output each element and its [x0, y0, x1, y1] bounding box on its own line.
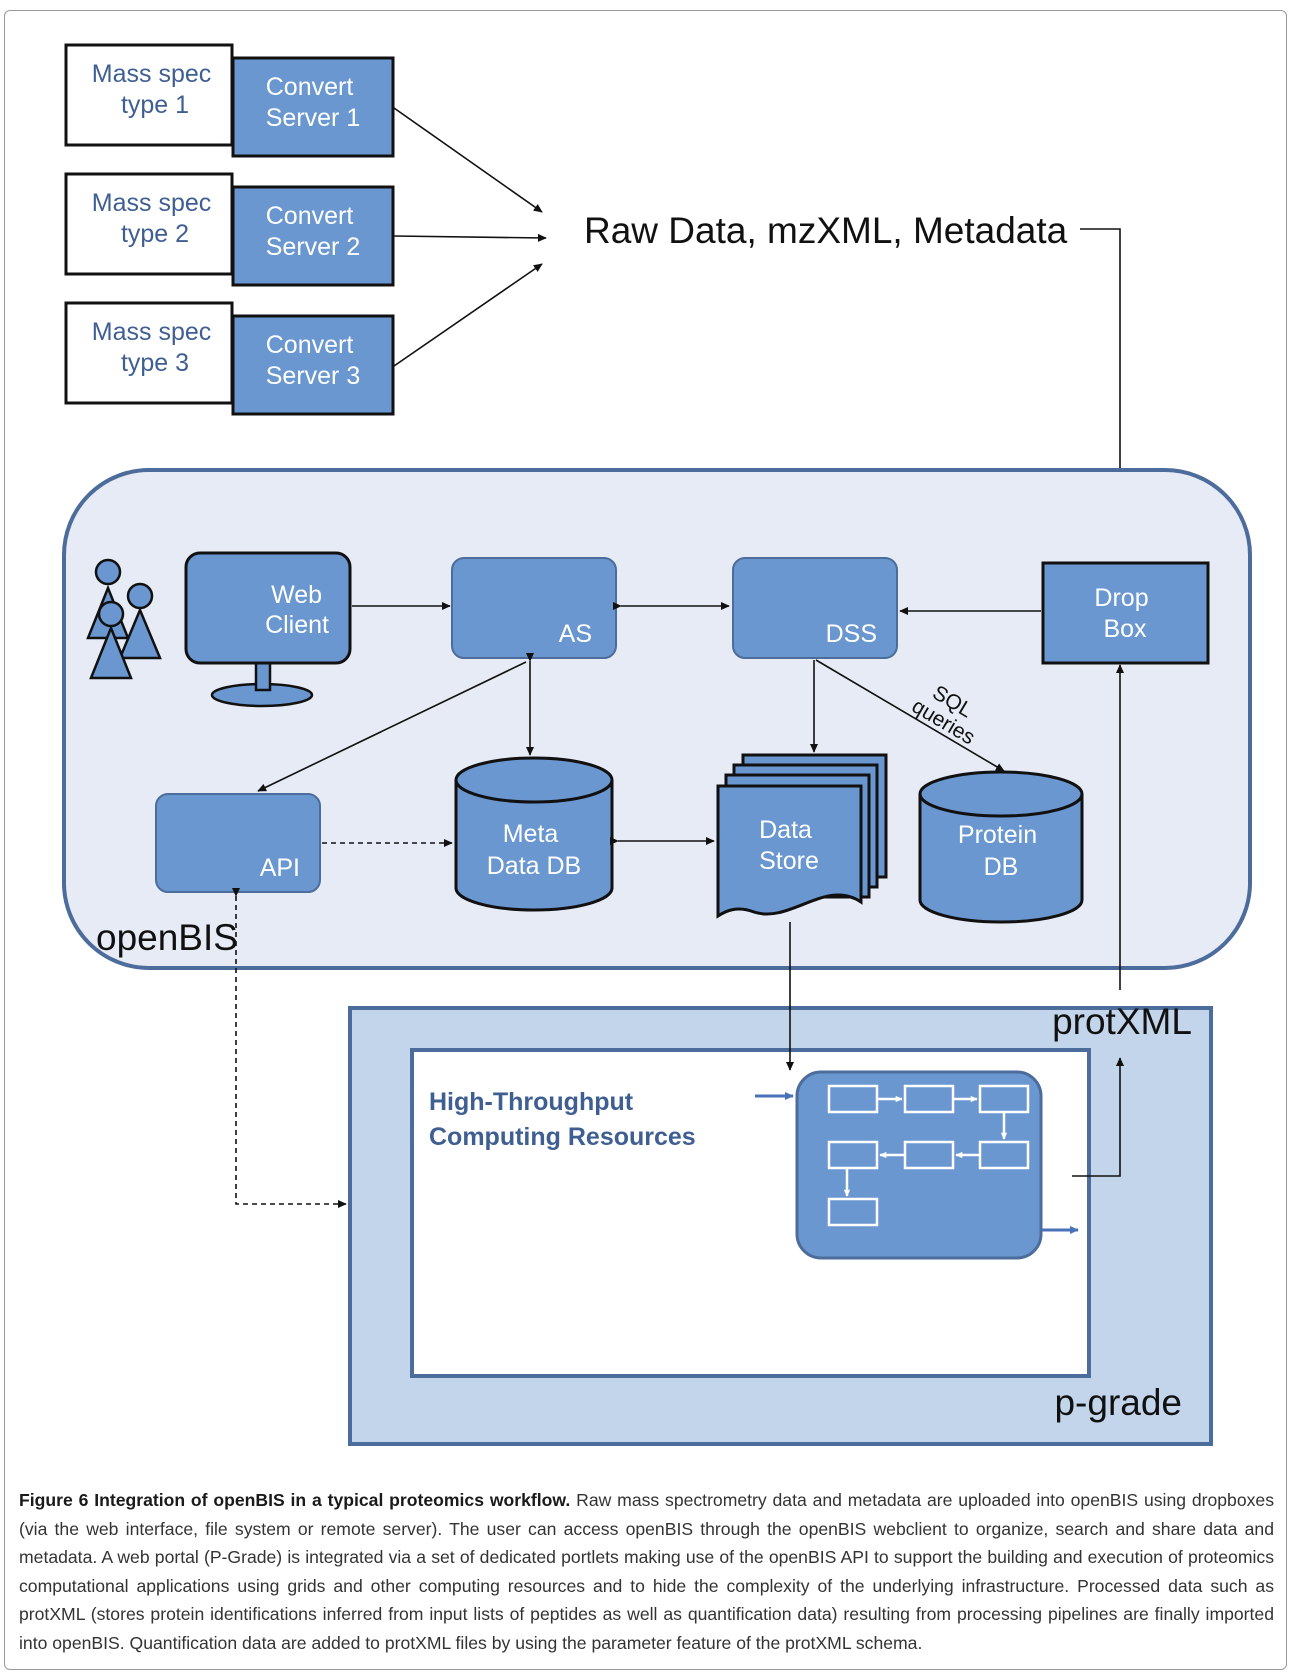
meta-data-db-label: Meta — [503, 820, 559, 848]
api-label: API — [260, 854, 300, 882]
figure-frame — [4, 10, 1287, 1670]
mass-spec-2-label: Mass spec — [92, 189, 211, 217]
arrow-as-to-api — [257, 661, 527, 792]
web-client-monitor: Web Client — [184, 551, 352, 708]
data-store-sublabel: Store — [759, 847, 819, 875]
convert-server-1-box — [231, 56, 395, 158]
arrow-workflow-to-protxml — [1072, 1057, 1125, 1177]
openbis-label: openBIS — [96, 917, 238, 958]
svg-text:Mass spec type 3: Mass spec type 3 — [92, 318, 218, 377]
meta-data-db-cylinder: Meta Data DB — [454, 756, 614, 912]
svg-text:Protein DB: Protein DB — [958, 821, 1044, 881]
htc-label: High-Throughput — [429, 1088, 634, 1116]
data-store-label: Data — [759, 816, 812, 844]
convert-server-3-box — [231, 314, 395, 416]
svg-text:Mass spec type 2: Mass spec type 2 — [92, 189, 218, 248]
mass-spec-1-sublabel: type 1 — [121, 91, 189, 119]
drop-box — [1041, 561, 1210, 665]
svg-text:Drop Box: Drop Box — [1094, 584, 1155, 643]
svg-text:Convert Server 1: Convert Server 1 — [266, 73, 361, 132]
svg-text:High-Throughput Computing: High-Throughput Computing Resources — [429, 1088, 696, 1151]
convert-server-3-label: Convert — [266, 331, 354, 359]
htc-sublabel: Computing Resources — [429, 1123, 696, 1151]
arrow-convert3-to-raw — [393, 263, 543, 367]
mass-spec-2-sublabel: type 2 — [121, 220, 189, 248]
workflow-diagram: Mass spec type 1 Convert Server 1 Mass s… — [62, 43, 1252, 1446]
p-grade-label: p-grade — [1054, 1382, 1182, 1423]
protxml-label: protXML — [1052, 1001, 1192, 1042]
dss-label: DSS — [826, 620, 877, 648]
mass-spec-2-box — [64, 172, 234, 276]
arrow-convert2-to-raw — [393, 233, 547, 242]
convert-server-2-sublabel: Server 2 — [266, 233, 360, 261]
convert-server-3-sublabel: Server 3 — [266, 362, 360, 390]
arrow-convert1-to-raw — [393, 107, 543, 213]
drop-box-label: Drop — [1094, 584, 1148, 612]
svg-text:Convert Server 2: Convert Server 2 — [266, 202, 361, 261]
convert-server-1-label: Convert — [266, 73, 354, 101]
as-label: AS — [559, 620, 592, 648]
arrow-raw-to-dropbox — [1080, 228, 1125, 561]
svg-text:Data Store: Data Store — [759, 816, 819, 875]
convert-server-1-sublabel: Server 1 — [266, 104, 360, 132]
svg-text:Meta Data DB: Meta Data DB — [487, 820, 581, 880]
mass-spec-1-label: Mass spec — [92, 60, 211, 88]
mass-spec-3-sublabel: type 3 — [121, 349, 189, 377]
figure-caption: Figure 6 Integration of openBIS in a typ… — [19, 1486, 1274, 1658]
mass-spec-1-box — [64, 43, 234, 147]
convert-server-2-box — [231, 185, 395, 287]
mass-spec-row-3: Mass spec type 3 Convert Server 3 — [64, 301, 395, 416]
caption-body: Raw mass spectrometry data and metadata … — [19, 1490, 1274, 1653]
meta-data-db-sublabel: Data DB — [487, 852, 581, 880]
protein-db-label: Protein — [958, 821, 1037, 849]
convert-server-2-label: Convert — [266, 202, 354, 230]
users-icon — [86, 558, 162, 680]
mass-spec-3-label: Mass spec — [92, 318, 211, 346]
protein-db-sublabel: DB — [984, 853, 1019, 881]
mass-spec-3-box — [64, 301, 234, 405]
mass-spec-row-1: Mass spec type 1 Convert Server 1 — [64, 43, 395, 158]
raw-data-label: Raw Data, mzXML, Metadata — [584, 210, 1068, 251]
workflow-pipeline — [795, 1070, 1043, 1260]
dss-box — [732, 557, 898, 659]
data-store-stack: Data Store — [716, 753, 888, 919]
caption-title: Figure 6 Integration of openBIS in a typ… — [19, 1490, 571, 1510]
protein-db-cylinder: Protein DB — [918, 770, 1084, 924]
web-client-sublabel: Client — [265, 611, 329, 639]
svg-text:Mass spec type 1: Mass spec type 1 — [92, 60, 218, 119]
mass-spec-row-2: Mass spec type 2 Convert Server 2 — [64, 172, 395, 287]
web-client-label: Web — [271, 581, 322, 609]
svg-text:Convert Server 3: Convert Server 3 — [266, 331, 361, 390]
arrow-dss-to-proteindb — [815, 659, 1005, 772]
drop-box-sublabel: Box — [1103, 615, 1147, 643]
svg-text:Web Client: Web Client — [265, 581, 329, 639]
arrow-api-pgrade-dashed — [231, 887, 347, 1209]
